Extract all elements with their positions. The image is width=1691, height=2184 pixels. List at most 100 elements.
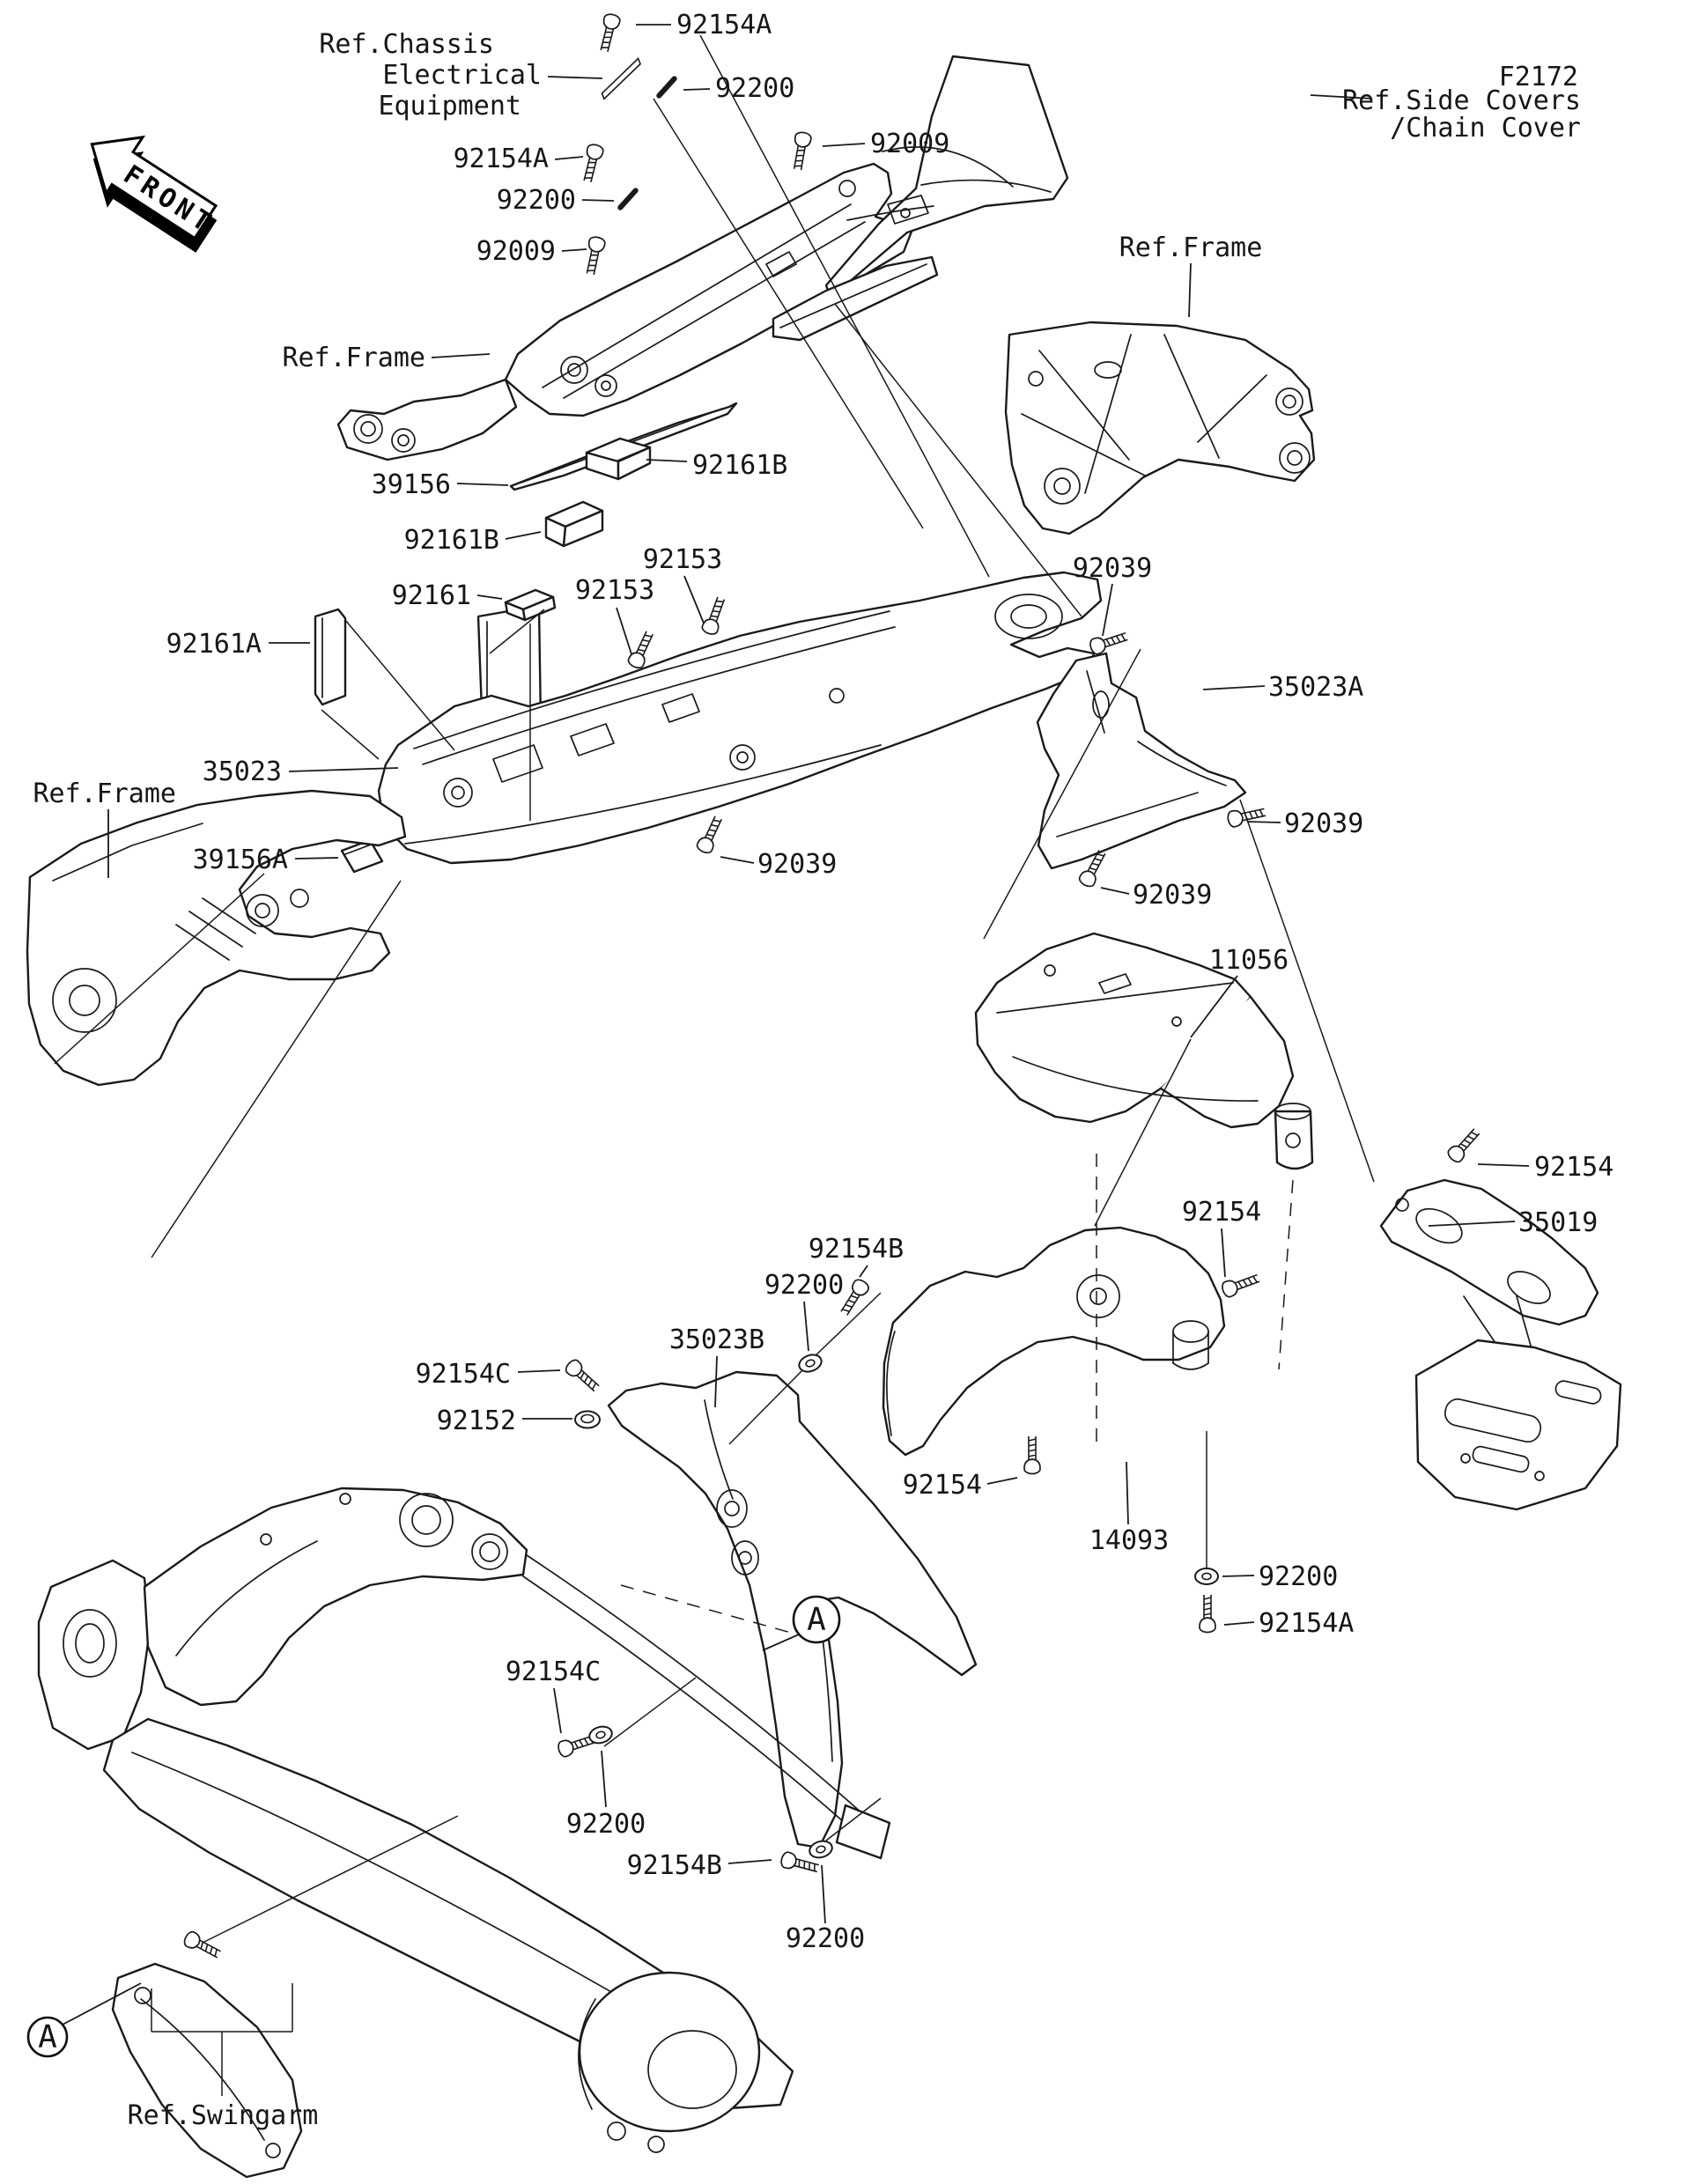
pin-icon — [617, 187, 639, 211]
screw-icon — [581, 234, 607, 277]
view-marker-letter: A — [38, 2019, 57, 2055]
part-label: Ref.Frame — [33, 778, 176, 809]
part-label: 92154 — [1182, 1197, 1261, 1228]
part-label: 35023B — [669, 1324, 764, 1355]
part-label: 92154A — [1259, 1608, 1354, 1639]
frame-right-drawing — [1004, 321, 1316, 535]
screw-icon — [1225, 803, 1267, 829]
part-label: Ref.Swingarm — [128, 2100, 319, 2131]
view-marker-circle — [26, 2016, 69, 2058]
part-label: 92200 — [786, 1923, 865, 1954]
part-label: Ref.Side Covers — [1342, 85, 1581, 116]
part-label: 92161B — [692, 450, 787, 481]
leader-line — [553, 1687, 562, 1734]
part-label: 92039 — [1284, 808, 1363, 839]
leader-line — [547, 76, 603, 79]
leader-line — [62, 1982, 142, 2025]
leader-line — [1477, 1163, 1530, 1167]
leader-line — [581, 199, 615, 202]
leader-line — [1310, 94, 1373, 100]
leader-line — [561, 248, 587, 252]
leader-line — [683, 575, 705, 626]
leader-line — [822, 143, 866, 147]
leader-line — [1102, 583, 1113, 637]
diagram-artwork — [26, 34, 1622, 2179]
part-label: 92154C — [416, 1359, 511, 1390]
frame-left-drawing — [26, 789, 407, 1087]
part-label: 92154 — [1534, 1152, 1613, 1183]
part-label: 92154B — [809, 1234, 904, 1265]
screw-icon — [595, 11, 622, 54]
screw-icon — [1199, 1594, 1216, 1634]
part-label: Ref.Frame — [282, 343, 425, 373]
leader-line — [727, 1859, 772, 1864]
part-label: 92009 — [870, 129, 949, 159]
part-label: 92161 — [392, 580, 471, 611]
part-label: /Chain Cover — [1390, 113, 1581, 144]
rear-fender-center-drawing — [377, 571, 1103, 865]
screw-icon — [563, 1356, 603, 1396]
part-label: 11056 — [1209, 945, 1289, 976]
leader-line — [683, 88, 711, 91]
leader-line — [1190, 975, 1238, 1038]
part-label: 92200 — [1259, 1561, 1338, 1592]
part-label: 92200 — [715, 73, 794, 104]
screw-icon — [699, 594, 729, 638]
part-labels-layer: 92154ARef.ChassisElectricalEquipment9220… — [33, 10, 1613, 2131]
part-label: 92153 — [643, 544, 722, 575]
part-label: Ref.Frame — [1119, 232, 1263, 263]
part-label: 39156 — [372, 469, 451, 500]
screw-icon — [579, 142, 605, 184]
leader-lines-layer — [107, 24, 1530, 1924]
part-label: 92152 — [437, 1406, 516, 1436]
part-label: 35023A — [1268, 672, 1363, 703]
leader-line — [431, 353, 491, 358]
leader-line — [1428, 1221, 1516, 1227]
side-piece-35023A-drawing — [1036, 652, 1247, 870]
part-label: 92154C — [506, 1656, 601, 1687]
part-label: 92200 — [764, 1270, 844, 1301]
view-marker-circle — [792, 1595, 841, 1644]
heat-guard-drawing — [882, 1226, 1226, 1457]
part-label: Ref.Chassis — [319, 29, 494, 60]
screw-icon — [625, 628, 658, 671]
front-arrow: FRONT — [90, 135, 220, 253]
part-label: 92039 — [757, 849, 837, 880]
screw-icon — [788, 130, 813, 172]
part-label: 92154A — [454, 144, 549, 174]
part-label: 92154B — [627, 1850, 722, 1881]
clip-icon — [599, 55, 643, 102]
part-label: 35023 — [203, 756, 282, 787]
part-label: F2172 — [1499, 62, 1578, 92]
screw-icon — [1444, 1125, 1484, 1165]
leader-line — [762, 1634, 800, 1651]
swingarm-drawing — [37, 1487, 891, 2179]
part-label: 92153 — [575, 575, 654, 606]
leader-line — [554, 156, 584, 160]
leader-line — [476, 594, 503, 600]
leader-line — [720, 856, 755, 864]
leader-line — [505, 531, 542, 540]
view-marker-letter: A — [807, 1602, 826, 1638]
part-label: 35019 — [1518, 1207, 1598, 1238]
screw-icon — [181, 1929, 224, 1963]
leader-line — [986, 1477, 1018, 1485]
part-label: 92161B — [404, 525, 499, 556]
part-label: 92200 — [497, 185, 576, 216]
screw-icon — [1219, 1270, 1262, 1300]
leader-line — [1221, 1228, 1226, 1278]
part-label: 92200 — [566, 1809, 646, 1840]
leader-line — [803, 1301, 809, 1352]
leader-line — [714, 1355, 718, 1408]
part-label: 39156A — [193, 845, 288, 875]
grommet-icon — [574, 1410, 601, 1429]
part-label: 92161A — [166, 629, 262, 660]
license-bracket-drawing — [1379, 1178, 1622, 1511]
rear-fender-rear-drawing — [974, 932, 1314, 1170]
mud-flap-drawing — [607, 1370, 978, 1849]
leader-line — [456, 483, 509, 486]
leader-line — [616, 607, 633, 658]
leader-line — [1100, 887, 1130, 895]
